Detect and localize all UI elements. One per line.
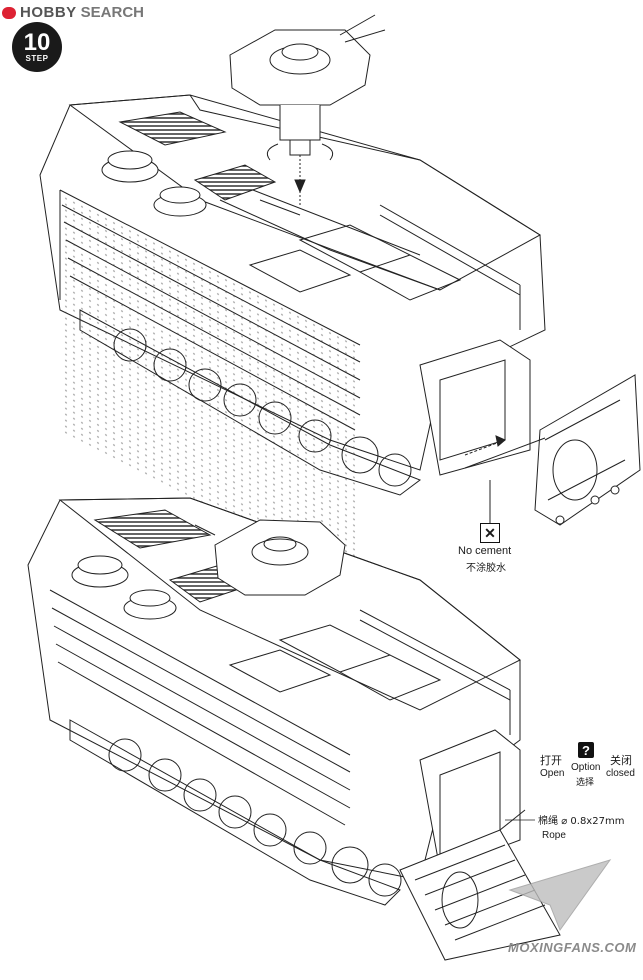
watermark-plane-icon [508,859,612,932]
step-badge: 10 STEP [12,22,62,72]
no-cement-label-cn: 不涂胶水 [466,563,506,574]
logo-text: HOBBY [20,4,77,21]
ramp-exploded [464,374,641,526]
step-number: 10 [23,28,51,56]
open-label-cn: 打开 [540,754,562,767]
closed-label: closed [606,768,635,779]
rope-spec: 0.8x27mm [570,816,625,827]
turret-exploded [229,14,386,205]
diameter-icon: ⌀ [561,816,568,827]
no-cement-icon: ✕ [480,523,500,543]
vehicle-top [39,94,546,584]
closed-label-cn: 关闭 [610,754,632,767]
site-logo: HOBBY SEARCH [2,4,144,21]
rope-label: Rope [542,830,566,841]
watermark-text: MOXINGFANS.COM [508,940,637,955]
hobby-logo-icon [2,6,16,19]
vehicle-bottom [27,497,561,961]
option-label: Option [571,762,601,773]
rope-label-cn-text: 棉绳 [538,816,558,827]
logo-search-text: SEARCH [80,4,145,21]
no-cement-label: No cement [458,545,512,557]
rope-label-cn: 棉绳 ⌀ 0.8x27mm [538,812,624,827]
option-icon: ? [578,742,594,758]
option-label-cn: 选择 [576,778,595,788]
step-word: STEP [25,53,49,63]
open-label: Open [540,768,565,779]
